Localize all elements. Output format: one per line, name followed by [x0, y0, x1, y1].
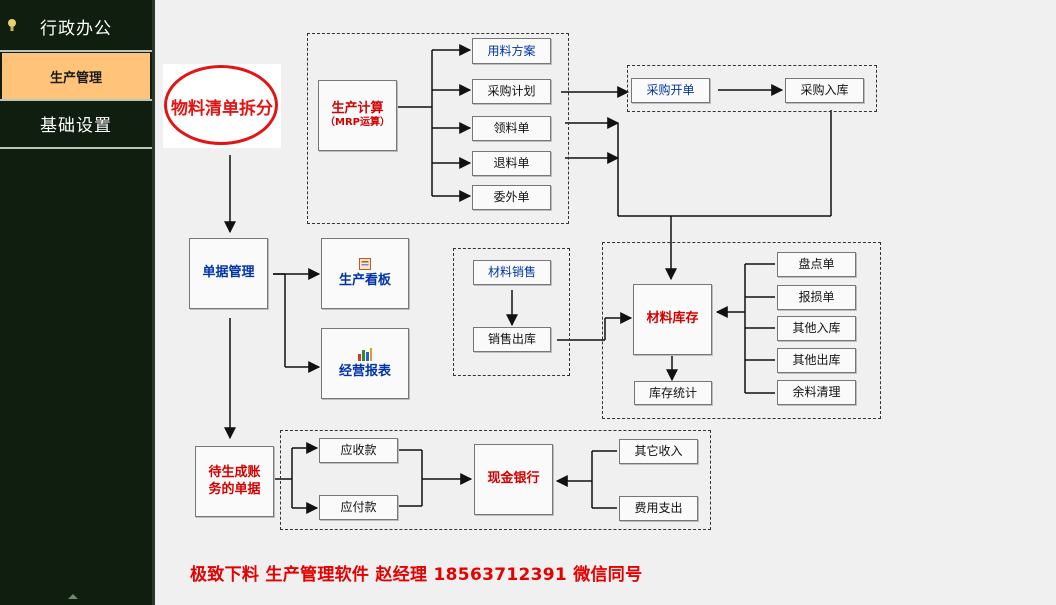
material-sales-button[interactable]: 材料销售 — [473, 260, 551, 285]
purchase-order-label: 采购开单 — [646, 83, 695, 97]
purchase-inbound-label: 采购入库 — [800, 83, 849, 97]
outsource-order-label: 委外单 — [493, 190, 530, 204]
material-plan-button[interactable]: 用料方案 — [472, 38, 551, 64]
flow-connectors — [224, 44, 832, 514]
expense-button[interactable]: 费用支出 — [619, 496, 698, 521]
other-income-button[interactable]: 其它收入 — [619, 439, 698, 464]
other-inbound-button[interactable]: 其他入库 — [777, 316, 856, 341]
bom-split-node[interactable]: 物料清单拆分 — [163, 64, 281, 148]
document-mgmt-label: 单据管理 — [202, 265, 255, 281]
payable-label: 应付款 — [340, 500, 377, 514]
material-request-button[interactable]: 领料单 — [472, 116, 551, 141]
contact-footer: 极致下料 生产管理软件 赵经理 18563712391 微信同号 — [190, 565, 643, 585]
sales-group — [453, 248, 570, 376]
sidebar-divider — [0, 50, 152, 52]
other-outbound-button[interactable]: 其他出库 — [777, 348, 856, 373]
material-request-label: 领料单 — [493, 121, 530, 135]
production-calc-button[interactable]: 生产计算 （MRP运算） — [318, 80, 397, 151]
collapse-arrow-icon[interactable] — [68, 594, 78, 599]
stock-stats-button[interactable]: 库存统计 — [634, 381, 712, 405]
leftover-clear-button[interactable]: 余料清理 — [777, 380, 856, 405]
sidebar-item-production[interactable]: 生产管理 — [2, 53, 150, 99]
purchase-plan-button[interactable]: 采购计划 — [472, 79, 551, 104]
sidebar-item-settings[interactable]: 基础设置 — [2, 100, 150, 146]
purchase-group — [627, 65, 877, 112]
business-report-label: 经营报表 — [338, 363, 391, 379]
sidebar: 行政办公 生产管理 基础设置 — [0, 0, 152, 605]
sidebar-divider — [0, 147, 152, 149]
inventory-check-button[interactable]: 盘点单 — [777, 252, 856, 277]
board-icon — [359, 257, 371, 270]
receivable-button[interactable]: 应收款 — [319, 438, 398, 463]
panel-divider[interactable] — [152, 0, 155, 605]
production-board-label: 生产看板 — [338, 272, 391, 288]
lightbulb-icon — [8, 19, 16, 31]
damage-report-label: 报损单 — [798, 290, 835, 304]
sidebar-item-office[interactable]: 行政办公 — [2, 2, 150, 50]
other-outbound-label: 其他出库 — [792, 353, 841, 367]
receivable-label: 应收款 — [340, 443, 377, 457]
bar-chart-icon — [358, 347, 372, 361]
sidebar-item-label: 基础设置 — [40, 115, 112, 136]
purchase-plan-label: 采购计划 — [487, 84, 536, 98]
other-inbound-label: 其他入库 — [792, 321, 841, 335]
other-income-label: 其它收入 — [634, 444, 683, 458]
mrp-calc-label: （MRP运算） — [325, 117, 390, 129]
purchase-order-button[interactable]: 采购开单 — [631, 78, 710, 103]
payable-button[interactable]: 应付款 — [319, 495, 398, 520]
highlight-ring — [164, 65, 278, 145]
material-plan-label: 用料方案 — [487, 43, 536, 58]
document-mgmt-button[interactable]: 单据管理 — [189, 238, 268, 309]
finance-group — [280, 430, 711, 530]
cash-bank-button[interactable]: 现金银行 — [474, 444, 553, 515]
material-return-label: 退料单 — [493, 156, 530, 170]
sales-outbound-button[interactable]: 销售出库 — [473, 327, 551, 352]
purchase-inbound-button[interactable]: 采购入库 — [785, 78, 864, 103]
damage-report-button[interactable]: 报损单 — [777, 285, 856, 310]
material-stock-button[interactable]: 材料库存 — [633, 284, 712, 355]
material-stock-label: 材料库存 — [646, 311, 699, 327]
material-sales-label: 材料销售 — [487, 265, 536, 279]
expense-label: 费用支出 — [634, 501, 683, 515]
production-calc-label: 生产计算 — [331, 101, 384, 117]
stock-stats-label: 库存统计 — [648, 385, 697, 400]
outsource-order-button[interactable]: 委外单 — [472, 185, 551, 210]
business-report-button[interactable]: 经营报表 — [321, 328, 409, 399]
leftover-clear-label: 余料清理 — [792, 385, 841, 399]
sidebar-divider — [0, 99, 152, 101]
flow-canvas: 物料清单拆分 生产计算 （MRP运算） 用料方案 采购计划 领料单 退料单 委外… — [155, 0, 1056, 605]
cash-bank-label: 现金银行 — [487, 471, 540, 487]
production-board-button[interactable]: 生产看板 — [321, 238, 409, 309]
pending-docs-label: 待生成账务的单据 — [208, 465, 261, 497]
stock-group — [602, 242, 881, 419]
inventory-check-label: 盘点单 — [798, 257, 835, 271]
pending-docs-button[interactable]: 待生成账务的单据 — [195, 446, 274, 517]
mrp-group — [307, 33, 569, 224]
sidebar-item-label: 行政办公 — [40, 18, 112, 39]
bom-split-label: 物料清单拆分 — [171, 98, 273, 119]
material-return-button[interactable]: 退料单 — [472, 151, 551, 176]
sales-outbound-label: 销售出库 — [487, 332, 536, 346]
sidebar-item-label: 生产管理 — [49, 70, 102, 86]
